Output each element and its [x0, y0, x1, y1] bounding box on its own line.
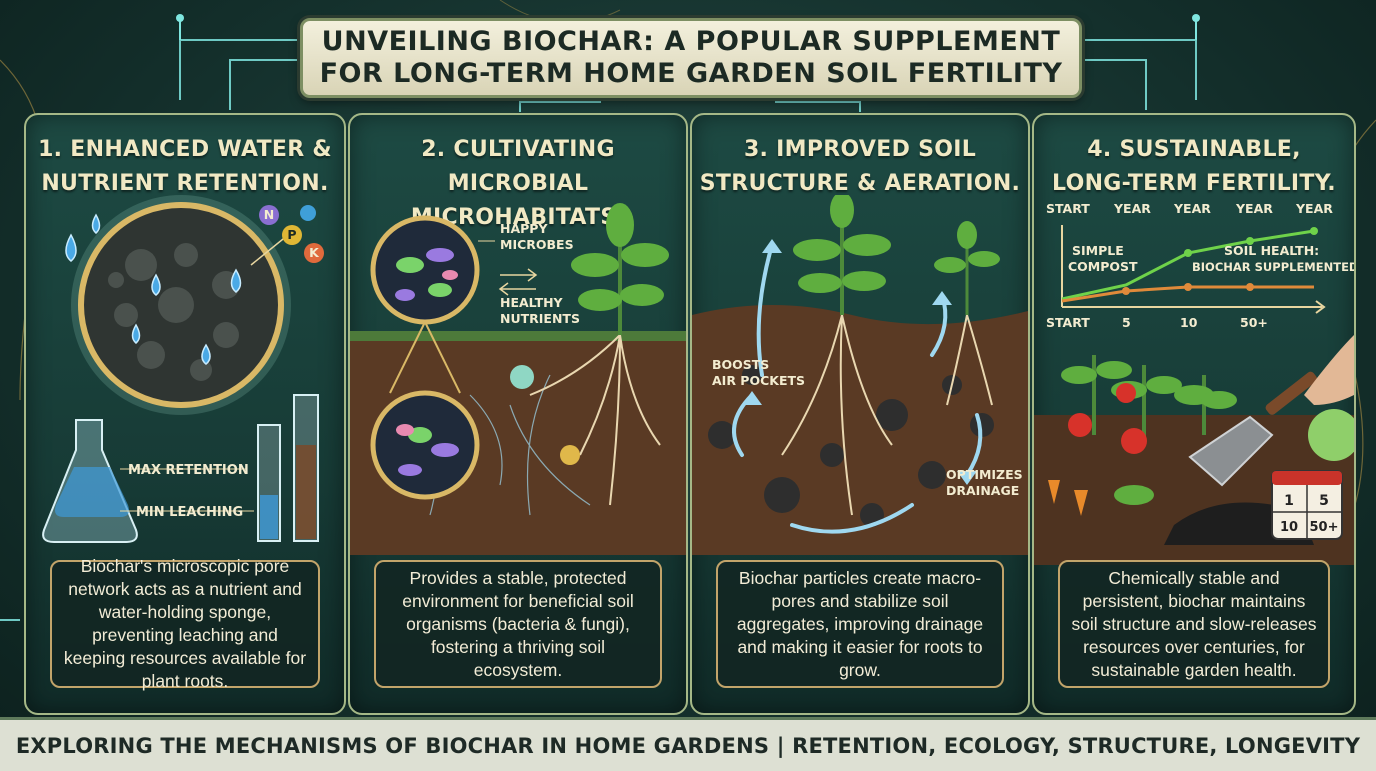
- calendar-icon: 1 5 10 50+: [1271, 470, 1343, 540]
- panel-1-heading-line-2: NUTRIENT RETENTION.: [41, 171, 329, 196]
- calendar-50: 50+: [1310, 520, 1339, 535]
- simple-compost-label-2: COMPOST: [1068, 259, 1138, 274]
- title-banner: UNVEILING BIOCHAR: A POPULAR SUPPLEMENT …: [300, 18, 1082, 98]
- calendar-10: 10: [1280, 520, 1298, 535]
- top-axis-year-4: YEAR: [1295, 201, 1333, 216]
- top-axis-year-2: YEAR: [1173, 201, 1211, 216]
- min-leaching-label: MIN LEACHING: [136, 505, 243, 520]
- happy-microbe-icon: [560, 445, 580, 465]
- drainage-arrow: [790, 503, 914, 534]
- water-drop-icon: [230, 268, 242, 293]
- soil-health-label-2: BIOCHAR SUPPLEMENTED: [1192, 260, 1354, 274]
- panel-2-description: Provides a stable, protected environment…: [374, 560, 662, 688]
- panel-2-heading-line-1: 2. CULTIVATING MICROBIAL: [421, 137, 615, 196]
- bottom-axis-10: 10: [1180, 315, 1198, 330]
- calendar-1: 1: [1284, 493, 1294, 509]
- panel-4-heading-line-2: LONG-TERM FERTILITY.: [1052, 171, 1336, 196]
- panel-1-heading: 1. ENHANCED WATER & NUTRIENT RETENTION.: [26, 133, 344, 201]
- panel-2-heading: 2. CULTIVATING MICROBIAL MICROHABITATS.: [350, 133, 686, 235]
- optimizes-drainage-label-1: OPTIMIZES: [946, 467, 1023, 482]
- optimizes-drainage-label-2: DRAINAGE: [946, 483, 1019, 498]
- water-drop-icon: [131, 323, 141, 344]
- bottom-axis-5: 5: [1122, 315, 1131, 330]
- drainage-arrow: [965, 413, 983, 477]
- panel-3-heading-line-1: 3. IMPROVED SOIL: [743, 137, 977, 162]
- panel-3-heading-line-2: STRUCTURE & AERATION.: [699, 171, 1021, 196]
- panel-3-illustration: BOOSTS AIR POCKETS OPTIMIZES DRAINAGE: [692, 195, 1028, 555]
- calendar-5: 5: [1319, 493, 1329, 509]
- panel-1-description: Biochar's microscopic pore network acts …: [50, 556, 320, 691]
- bottom-axis-50: 50+: [1240, 315, 1268, 330]
- panel-4-heading: 4. SUSTAINABLE, LONG-TERM FERTILITY.: [1034, 133, 1354, 201]
- boosts-air-label-2: AIR POCKETS: [712, 373, 805, 388]
- water-drop-icon: [91, 213, 101, 234]
- panel-4-description: Chemically stable and persistent, biocha…: [1058, 560, 1330, 688]
- trowel-icon: [1188, 415, 1274, 487]
- bottom-axis-start: START: [1046, 315, 1090, 330]
- microbe-view-bottom: [370, 390, 480, 500]
- microbe-view-top: [370, 215, 480, 325]
- happy-microbes-label-2: MICROBES: [500, 237, 574, 252]
- tomato-icon: [1116, 383, 1136, 403]
- top-axis-start: START: [1046, 201, 1090, 216]
- nutrient-n-label: N: [264, 207, 274, 222]
- happy-microbes-label-1: HAPPY: [500, 221, 548, 236]
- panel-3-description: Biochar particles create macro-pores and…: [716, 560, 1004, 688]
- water-drop-icon: [201, 343, 211, 365]
- nutrient-k-label: K: [309, 245, 320, 260]
- air-flow-arrow: [756, 243, 774, 377]
- panel-soil-structure: 3. IMPROVED SOIL STRUCTURE & AERATION.: [690, 113, 1030, 715]
- happy-microbe-icon: [510, 365, 534, 389]
- panel-2-illustration: HAPPY MICROBES HEALTHY NUTRIENTS: [350, 203, 686, 555]
- top-axis-year-1: YEAR: [1113, 201, 1151, 216]
- water-drop-icon: [65, 233, 77, 262]
- panel-4-heading-line-1: 4. SUSTAINABLE,: [1087, 137, 1301, 162]
- panel-microbial-habitats: 2. CULTIVATING MICROBIAL MICROHABITATS. …: [348, 113, 688, 715]
- tomato-icon: [1068, 413, 1092, 437]
- tomato-icon: [1121, 428, 1147, 454]
- panel-1-heading-line-1: 1. ENHANCED WATER &: [38, 137, 332, 162]
- panel-long-term-fertility: 4. SUSTAINABLE, LONG-TERM FERTILITY. STA…: [1032, 113, 1356, 715]
- title-line-2: FOR LONG-TERM HOME GARDEN SOIL FERTILITY: [319, 58, 1063, 89]
- nitrogen-icon: [259, 205, 279, 225]
- max-retention-label: MAX RETENTION: [128, 463, 249, 478]
- nutrient-p-label: P: [287, 227, 296, 242]
- fertility-timeline-chart: START YEAR YEAR YEAR YEAR SIMPLE COMPOST…: [1046, 201, 1354, 330]
- healthy-nutrients-label-1: HEALTHY: [500, 295, 564, 310]
- phosphorus-icon: [282, 225, 302, 245]
- footer-banner: EXPLORING THE MECHANISMS OF BIOCHAR IN H…: [0, 717, 1376, 771]
- potassium-icon: [304, 243, 324, 263]
- boosts-air-label-1: BOOSTS: [712, 357, 769, 372]
- healthy-nutrients-label-2: NUTRIENTS: [500, 311, 580, 326]
- top-axis-year-3: YEAR: [1235, 201, 1273, 216]
- water-drop-icon: [151, 273, 161, 296]
- panel-3-heading: 3. IMPROVED SOIL STRUCTURE & AERATION.: [692, 133, 1028, 201]
- carrot-icon: [1074, 490, 1088, 516]
- panel-1-illustration: N P K MAX RETENTION MIN LEACHING: [42, 195, 324, 543]
- title-line-1: UNVEILING BIOCHAR: A POPULAR SUPPLEMENT: [321, 26, 1061, 57]
- panel-4-illustration: START YEAR YEAR YEAR YEAR SIMPLE COMPOST…: [1034, 201, 1354, 565]
- simple-compost-label-1: SIMPLE: [1072, 243, 1124, 258]
- panel-water-retention: 1. ENHANCED WATER & NUTRIENT RETENTION. …: [24, 113, 346, 715]
- carrot-icon: [1048, 480, 1060, 504]
- soil-health-label-1: SOIL HEALTH:: [1224, 243, 1319, 258]
